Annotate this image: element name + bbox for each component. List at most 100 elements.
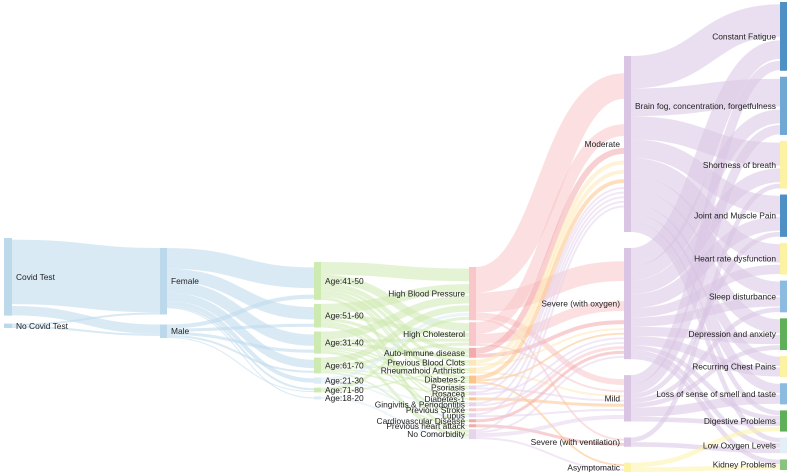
link-previous-heart-attack-to-severe-ventilation: [475, 424, 625, 446]
label-age-41-50: Age:41-50: [325, 276, 364, 286]
node-psoriasis[interactable]: [469, 385, 476, 390]
label-rheumathoid-arthristic: Rheumathoid Arthristic: [381, 366, 465, 376]
link-mild-to-digestive-problems: [630, 416, 781, 426]
label-lupus: Lupus: [442, 410, 465, 420]
sankey-nodes: [4, 2, 787, 472]
node-heart-rate-dysfunction[interactable]: [780, 242, 787, 275]
node-previous-heart-attack[interactable]: [469, 424, 476, 428]
node-no-comorbidity[interactable]: [469, 429, 476, 440]
node-age-31-40[interactable]: [314, 331, 321, 354]
node-age-61-70[interactable]: [314, 357, 321, 374]
node-severe-ventilation[interactable]: [624, 437, 631, 447]
label-shortness-of-breath: Shortness of breath: [703, 160, 776, 170]
link-no-comorbidity-to-mild: [475, 414, 625, 438]
link-cardiovascular-disease-to-severe-oxygen: [475, 350, 625, 423]
label-previous-stroke: Previous Stroke: [406, 405, 465, 415]
node-covid-test[interactable]: [4, 238, 12, 316]
node-recurring-chest-pains[interactable]: [780, 356, 787, 378]
link-asymptomatic-to-digestive-problems: [630, 426, 781, 468]
node-rheumathoid-arthristic[interactable]: [469, 367, 476, 374]
link-mild-to-depression-anxiety: [630, 345, 781, 408]
label-previous-heart-attack: Previous heart attack: [386, 421, 465, 431]
node-age-21-30[interactable]: [314, 377, 321, 384]
node-male[interactable]: [160, 324, 167, 338]
node-kidney-problems[interactable]: [780, 459, 787, 470]
link-covid-test-to-female: [11, 239, 161, 313]
label-severe-ventilation: Severe (with ventilation): [531, 437, 621, 447]
link-age-18-20-to-no-comorbidity: [320, 396, 470, 440]
node-lupus[interactable]: [469, 413, 476, 418]
label-auto-immune-disease: Auto-immune disease: [384, 348, 465, 358]
link-age-21-30-to-high-blood-pressure: [320, 312, 470, 381]
node-high-blood-pressure[interactable]: [469, 267, 476, 321]
link-no-covid-test-to-male: [11, 325, 161, 336]
node-loss-smell-taste[interactable]: [780, 383, 787, 405]
node-previous-stroke[interactable]: [469, 408, 476, 412]
node-female[interactable]: [160, 248, 167, 315]
link-mild-to-constant-fatigue: [630, 60, 781, 385]
link-severe-oxygen-to-digestive-problems: [630, 345, 781, 421]
node-diabetes-2[interactable]: [469, 375, 476, 384]
link-no-covid-test-to-female: [11, 312, 161, 326]
label-sleep-disturbance: Sleep disturbance: [709, 291, 776, 301]
label-kidney-problems: Kidney Problems: [713, 460, 776, 470]
label-age-18-20: Age:18-20: [325, 393, 364, 403]
link-high-cholesterol-to-severe-oxygen: [475, 300, 625, 344]
label-digestive-problems: Digestive Problems: [704, 416, 776, 426]
node-digestive-problems[interactable]: [780, 410, 787, 432]
label-asymptomatic: Asymptomatic: [567, 462, 620, 472]
link-rosacea-to-severe-oxygen: [475, 337, 625, 396]
node-mild[interactable]: [624, 375, 631, 422]
link-age-71-80-to-high-blood-pressure: [320, 316, 470, 391]
link-moderate-to-recurring-chest-pains: [630, 204, 781, 366]
label-covid-test: Covid Test: [16, 272, 56, 282]
node-cardiovascular-disease[interactable]: [469, 419, 476, 423]
link-severe-oxygen-to-brain-fog: [630, 109, 781, 281]
node-sleep-disturbance[interactable]: [780, 280, 787, 313]
label-age-51-60: Age:51-60: [325, 311, 364, 321]
node-gingivitis-periodontitis[interactable]: [469, 402, 476, 407]
node-low-oxygen-levels[interactable]: [780, 437, 787, 454]
label-male: Male: [171, 326, 189, 336]
link-severe-oxygen-to-heart-rate-dysfunction: [630, 264, 781, 318]
label-recurring-chest-pains: Recurring Chest Pains: [692, 362, 776, 372]
node-diabetes-1[interactable]: [469, 397, 476, 401]
node-joint-muscle-pain[interactable]: [780, 194, 787, 237]
node-shortness-of-breath[interactable]: [780, 140, 787, 189]
link-lupus-to-mild: [475, 408, 625, 418]
label-cardiovascular-disease: Cardiovascular Disease: [377, 416, 466, 426]
label-loss-smell-taste: Loss of sense of smell and taste: [656, 389, 776, 399]
label-no-covid-test: No Covid Test: [16, 321, 69, 331]
label-gingivitis-periodontitis: Gingivitis & Periodontitis: [375, 399, 465, 409]
node-brain-fog[interactable]: [780, 76, 787, 135]
label-rosacea: Rosacea: [432, 388, 465, 398]
node-constant-fatigue[interactable]: [780, 2, 787, 71]
node-asymptomatic[interactable]: [624, 462, 631, 472]
label-psoriasis: Psoriasis: [431, 382, 465, 392]
node-no-covid-test[interactable]: [4, 323, 12, 328]
node-severe-oxygen[interactable]: [624, 248, 631, 360]
label-heart-rate-dysfunction: Heart rate dysfunction: [694, 254, 776, 264]
node-depression-anxiety[interactable]: [780, 318, 787, 351]
link-gingivitis-periodontitis-to-severe-oxygen: [475, 341, 625, 407]
link-age-31-40-to-high-blood-pressure: [320, 295, 470, 340]
label-diabetes-1: Diabetes-1: [424, 394, 465, 404]
link-severe-ventilation-to-shortness-of-breath: [630, 183, 781, 443]
link-moderate-to-loss-smell-taste: [630, 213, 781, 394]
link-auto-immune-disease-to-moderate: [475, 147, 625, 354]
node-rosacea[interactable]: [469, 391, 476, 396]
node-high-cholesterol[interactable]: [469, 322, 476, 346]
node-moderate[interactable]: [624, 56, 631, 232]
link-gingivitis-periodontitis-to-moderate: [475, 196, 625, 405]
link-male-to-age-71-80: [166, 336, 315, 393]
node-age-71-80[interactable]: [314, 387, 321, 393]
sankey-links: [11, 4, 782, 472]
link-previous-blood-clots-to-moderate: [475, 160, 625, 364]
label-no-comorbidity: No Comorbidity: [407, 429, 466, 439]
node-previous-blood-clots[interactable]: [469, 359, 476, 366]
node-age-51-60[interactable]: [314, 303, 321, 328]
node-age-18-20[interactable]: [314, 396, 321, 400]
node-auto-immune-disease[interactable]: [469, 347, 476, 358]
node-age-41-50[interactable]: [314, 262, 321, 300]
